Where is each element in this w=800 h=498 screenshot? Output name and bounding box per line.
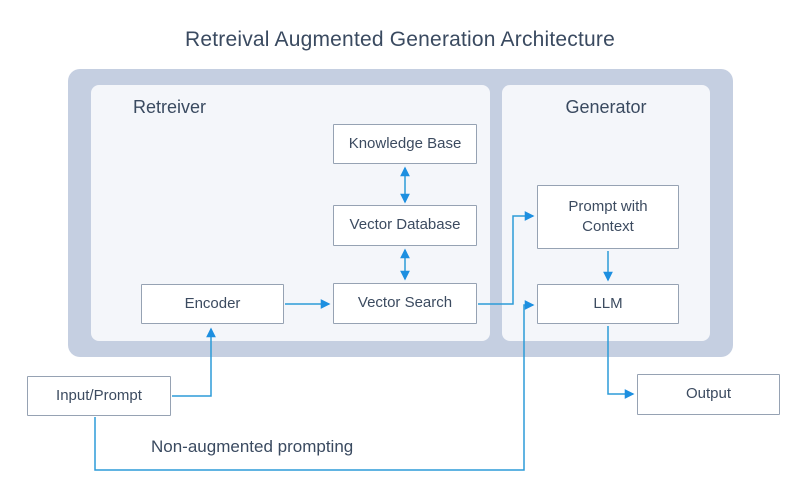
- node-vector-search: Vector Search: [333, 283, 477, 324]
- generator-panel-label: Generator: [565, 97, 647, 117]
- node-llm: LLM: [537, 284, 679, 324]
- page-title: Retreival Augmented Generation Architect…: [184, 28, 615, 51]
- non-augmented-prompting-label: Non-augmented prompting: [151, 437, 354, 456]
- node-encoder: Encoder: [141, 284, 284, 324]
- node-output: Output: [637, 374, 780, 415]
- retriever-panel-label: Retreiver: [133, 97, 207, 117]
- node-knowledge-base: Knowledge Base: [333, 124, 477, 164]
- node-input-prompt: Input/Prompt: [27, 376, 171, 416]
- node-vector-database: Vector Database: [333, 205, 477, 246]
- node-prompt-with-context: Prompt with Context: [537, 185, 679, 249]
